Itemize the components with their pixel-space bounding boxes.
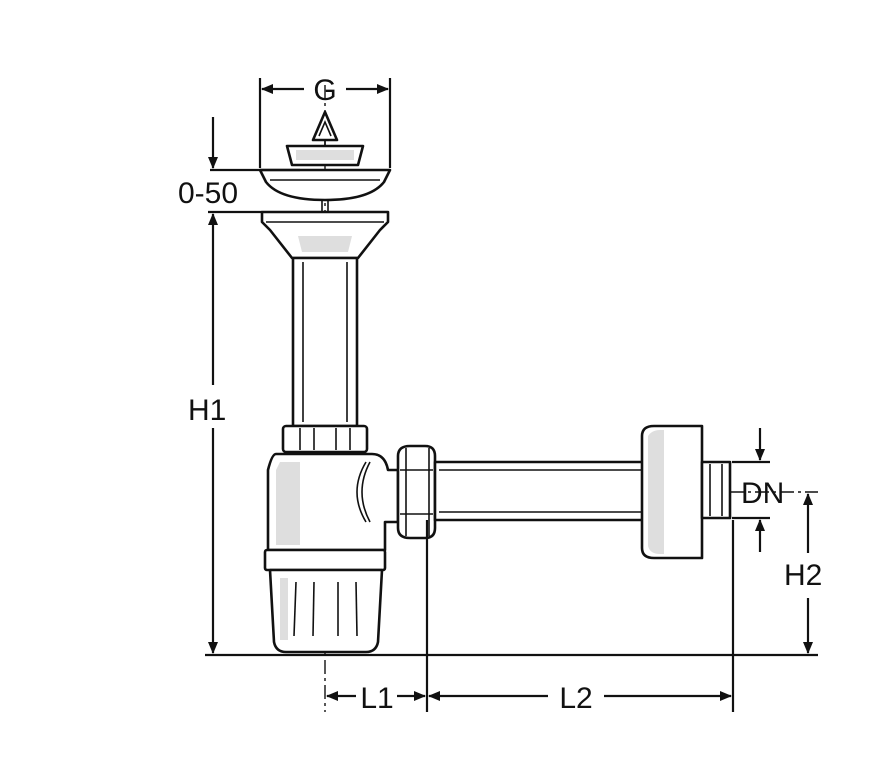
- label-dn: DN: [741, 477, 784, 510]
- horizontal-pipe: [433, 460, 647, 522]
- dimension-h2: H2: [784, 493, 822, 654]
- label-l1: L1: [360, 682, 393, 715]
- label-h2: H2: [784, 559, 822, 592]
- bottle-cup: [268, 568, 384, 654]
- dimension-h1: H1: [188, 210, 262, 654]
- wall-rosette: [640, 424, 704, 560]
- dimension-dn: DN: [732, 428, 784, 552]
- outlet-flange-lower: [260, 210, 390, 260]
- label-g: G: [313, 74, 336, 107]
- trap-union-nut: [281, 424, 369, 454]
- label-l2: L2: [559, 682, 592, 715]
- label-range: 0-50: [178, 177, 238, 210]
- vertical-pipe: [291, 256, 359, 428]
- dimension-range: 0-50: [178, 117, 300, 210]
- dimension-l1-l2: L1 L2: [326, 520, 735, 715]
- strainer-plug: [285, 110, 365, 167]
- trap-body: [263, 452, 400, 572]
- label-h1: H1: [188, 394, 226, 427]
- dimension-g: G: [258, 74, 392, 168]
- side-outlet-nut: [396, 444, 437, 540]
- wall-outlet-stub: [700, 460, 732, 520]
- outlet-flange-upper: [258, 168, 392, 212]
